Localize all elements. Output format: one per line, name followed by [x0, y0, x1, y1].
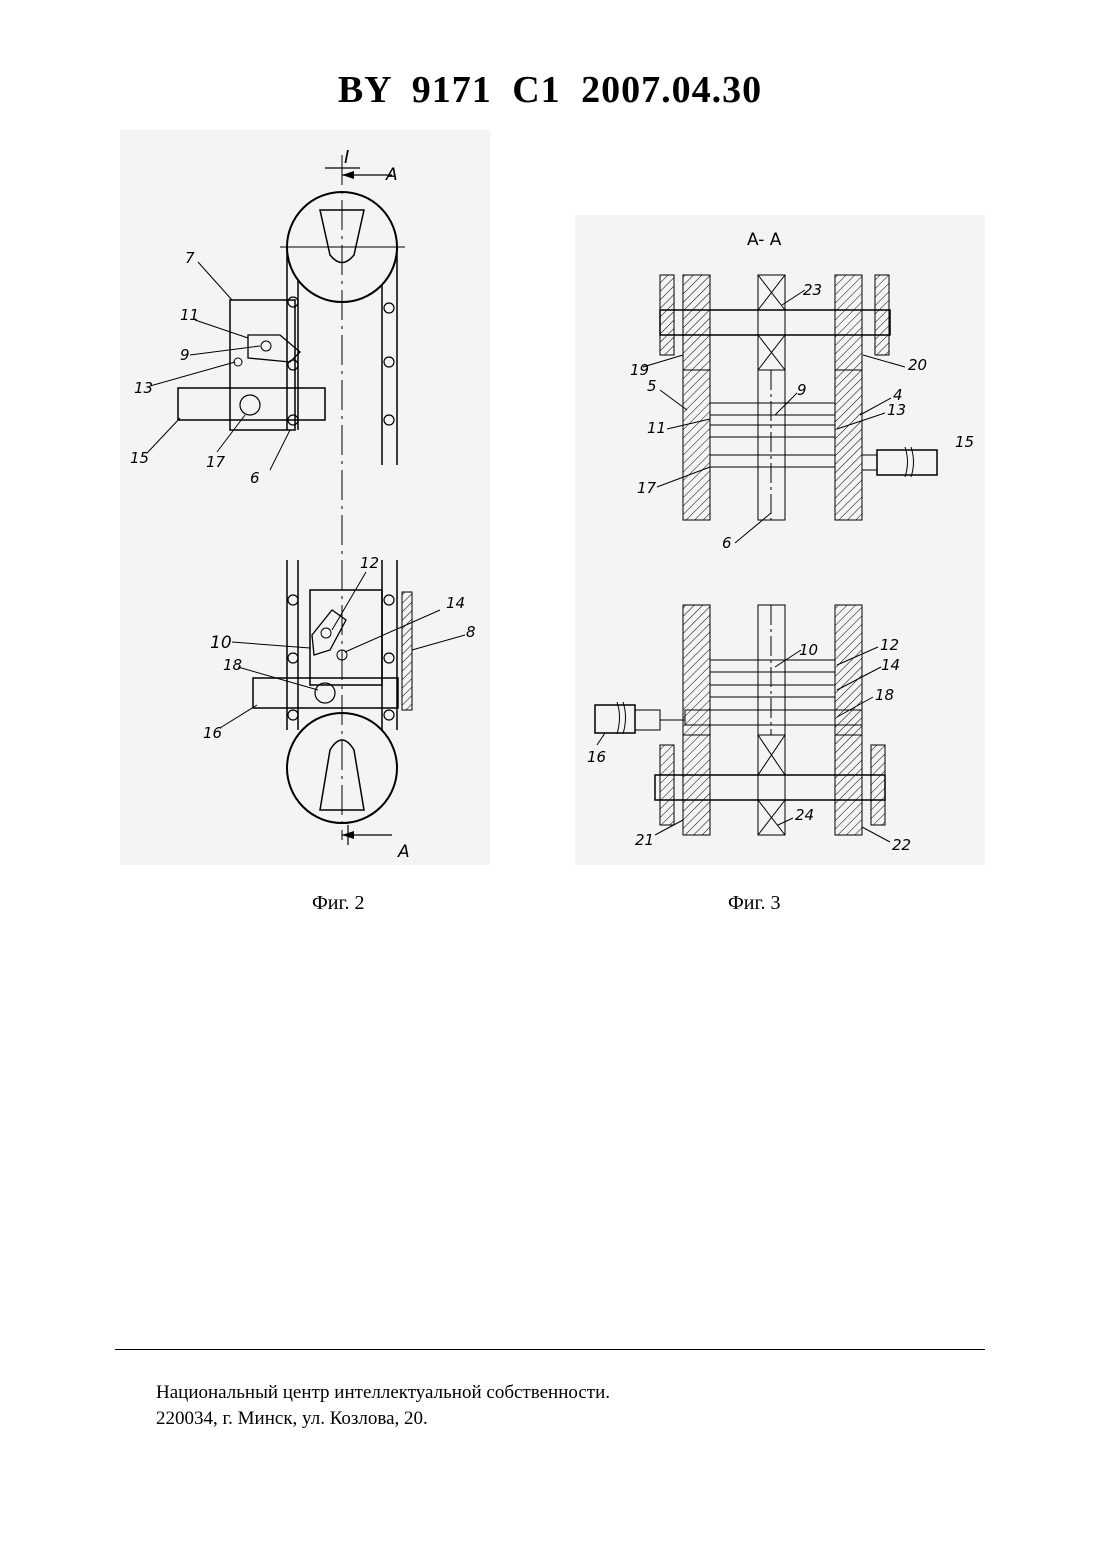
- fig2-label-14: 14: [446, 594, 465, 612]
- fig3-label-16: 16: [587, 748, 606, 766]
- fig2-section-mark: I: [344, 147, 349, 168]
- fig3-label-15: 15: [955, 433, 974, 451]
- fig3-section-title: A- A: [747, 230, 782, 250]
- fig2-arrow-label-top: A: [385, 165, 398, 185]
- fig3-label-6: 6: [722, 534, 732, 552]
- figure-2-drawing: I A 7 11 9 13 15 17 6: [120, 130, 490, 865]
- fig2-label-18: 18: [223, 656, 242, 674]
- fig2-label-11: 11: [180, 306, 199, 324]
- fig2-label-10: 10: [210, 633, 232, 653]
- fig3-label-12: 12: [880, 636, 899, 654]
- fig2-label-17: 17: [206, 453, 226, 471]
- fig3-label-13: 13: [887, 401, 906, 419]
- footer-line-2: 220034, г. Минск, ул. Козлова, 20.: [156, 1406, 610, 1432]
- fig3-label-10: 10: [799, 641, 818, 659]
- fig2-label-12: 12: [360, 554, 379, 572]
- fig2-label-6: 6: [250, 469, 260, 487]
- fig2-arrow-label-bottom: A: [397, 842, 410, 862]
- fig3-label-14: 14: [881, 656, 900, 674]
- fig3-label-11: 11: [647, 419, 666, 437]
- fig2-label-13: 13: [134, 379, 153, 397]
- figure-3-drawing: A- A 23 19 20 5 9 4 11 13 15 17 6: [575, 215, 985, 865]
- fig2-label-16: 16: [203, 724, 222, 742]
- footer-line-1: Национальный центр интеллектуальной собс…: [156, 1380, 610, 1406]
- fig3-label-20: 20: [908, 356, 927, 374]
- fig2-label-8: 8: [466, 623, 476, 641]
- fig3-label-9: 9: [797, 381, 807, 399]
- fig2-label-15: 15: [130, 449, 149, 467]
- fig2-label-9: 9: [180, 346, 190, 364]
- document-header-title: BY 9171 C1 2007.04.30: [0, 68, 1100, 112]
- footer-block: Национальный центр интеллектуальной собс…: [156, 1380, 610, 1432]
- fig3-label-21: 21: [635, 831, 654, 849]
- figure-2-caption: Фиг. 2: [312, 892, 364, 915]
- fig3-label-17: 17: [637, 479, 657, 497]
- fig3-label-22: 22: [892, 836, 911, 854]
- fig3-label-5: 5: [647, 377, 657, 395]
- fig3-label-24: 24: [795, 806, 814, 824]
- fig3-label-18: 18: [875, 686, 894, 704]
- fig2-label-7: 7: [185, 249, 195, 267]
- fig3-label-23: 23: [803, 281, 822, 299]
- figure-3-caption: Фиг. 3: [728, 892, 780, 915]
- footer-divider: [115, 1349, 985, 1350]
